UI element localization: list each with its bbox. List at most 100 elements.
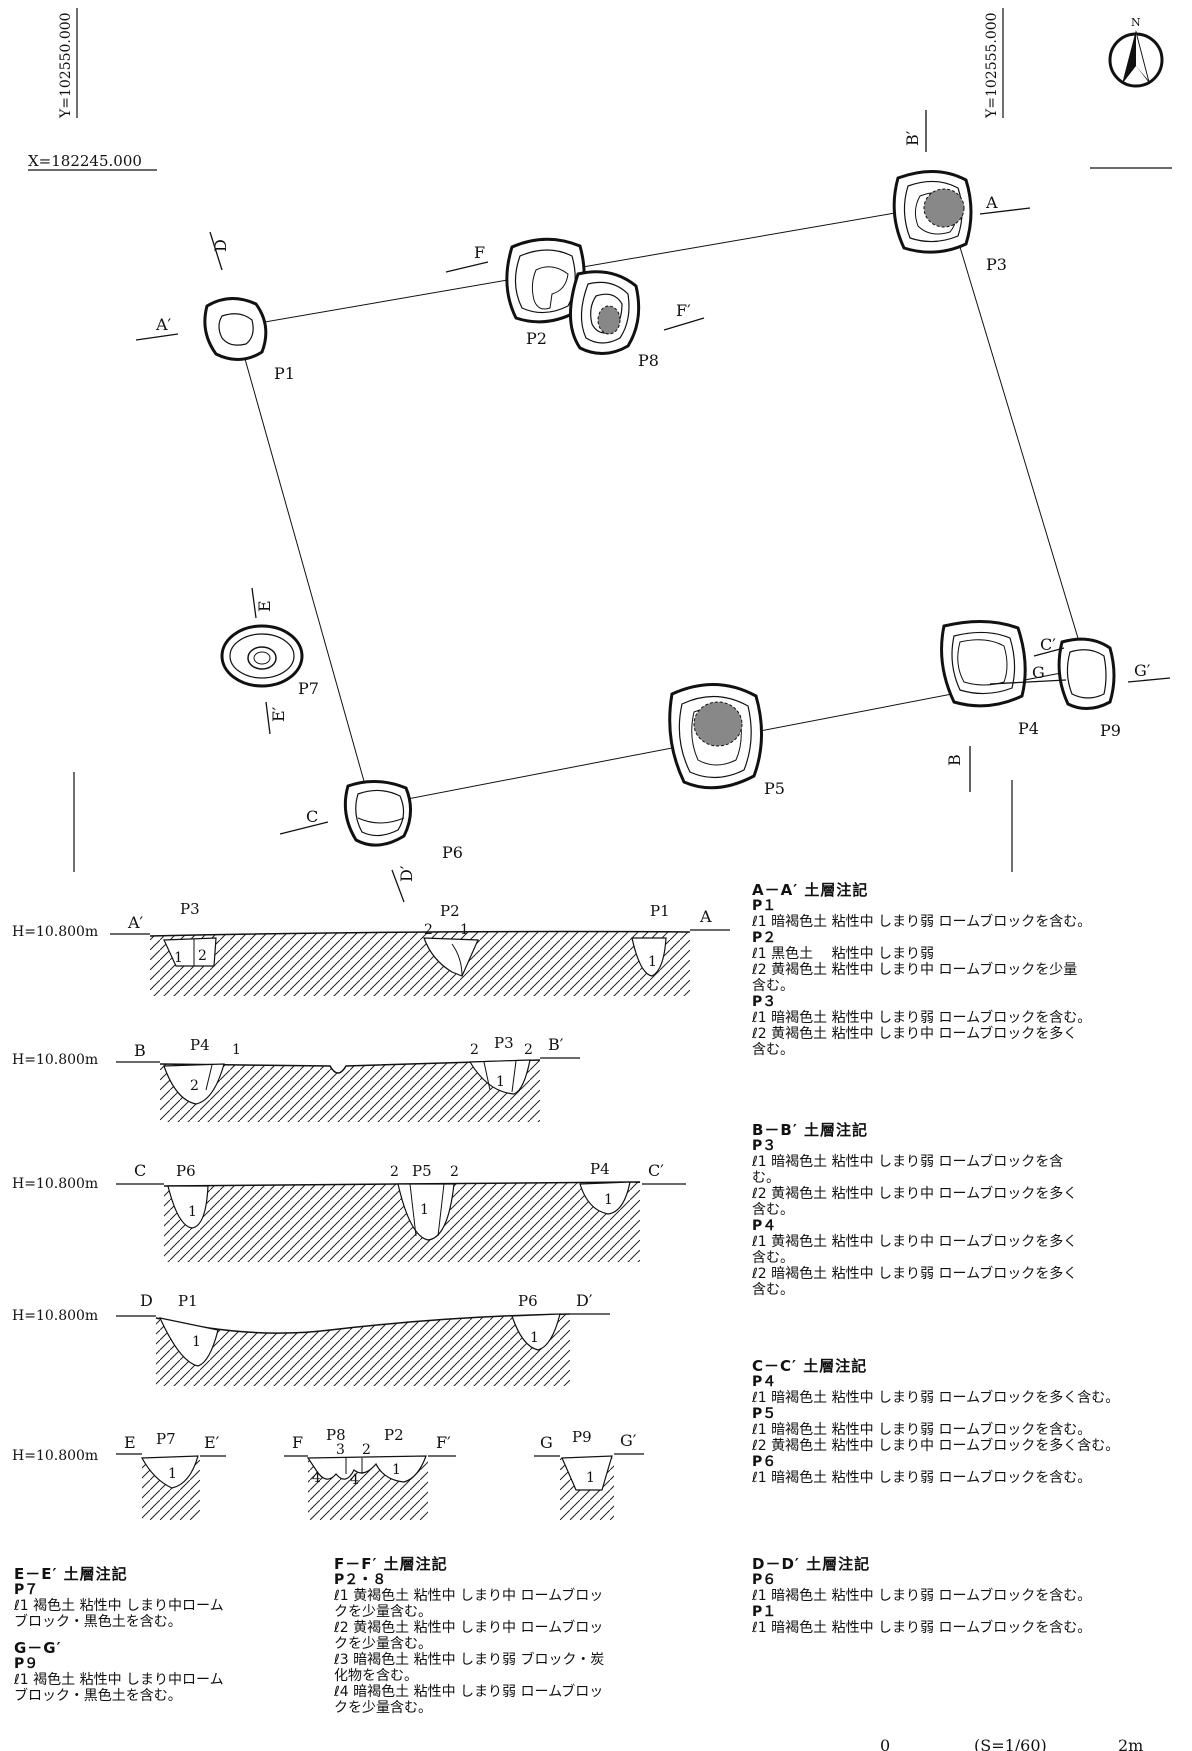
section-a-pit-label: P3: [180, 900, 200, 918]
notes-aa-pit: P１: [752, 898, 777, 914]
notes-cc-line: ℓ1 暗褐色土 粘性中 しまり弱 ロームブロックを多く含む。: [752, 1390, 1120, 1406]
pit-label-p4: P4: [1018, 719, 1039, 738]
section-f-layer-num: 3: [336, 1442, 345, 1458]
notes-gg-pit: P９: [14, 1656, 39, 1672]
notes-cc-title: C－C′ 土層注記: [752, 1357, 868, 1375]
section-b-pit-label: P4: [190, 1036, 210, 1054]
notes-aa: A－A′ 土層注記 P１ ℓ1 暗褐色土 粘性中 しまり弱 ロームブロックを含む…: [752, 882, 1091, 1058]
notes-aa-line: ℓ2 黄褐色土 粘性中 しまり中 ロームブロックを少量: [752, 962, 1078, 978]
pit-label-p2: P2: [526, 329, 547, 348]
pit-label-p8: P8: [638, 351, 659, 370]
north-arrow-icon: N: [1108, 16, 1164, 88]
section-b-layer-num: 1: [232, 1042, 241, 1058]
section-d-layer-num: 1: [530, 1330, 539, 1346]
section-a-elevation: H=10.800m: [12, 924, 98, 940]
notes-ff-line: クを少量含む。: [334, 1604, 432, 1620]
plan-mark-d-prime: D′: [397, 865, 416, 882]
notes-gg-line: ℓ1 褐色土 粘性中 しまり中ローム: [14, 1672, 224, 1688]
notes-cc-line: ℓ2 黄褐色土 粘性中 しまり中 ロームブロックを多く含む。: [752, 1438, 1120, 1454]
notes-bb-line: ℓ2 暗褐色土 粘性中 しまり弱 ロームブロックを多く: [752, 1266, 1078, 1282]
north-label: N: [1131, 16, 1141, 29]
plan-mark-a: A: [985, 193, 998, 212]
section-b-left-mark: B: [134, 1041, 146, 1060]
section-c-layer-num: 2: [390, 1164, 399, 1180]
notes-cc-pit: P６: [752, 1454, 777, 1470]
section-c-layer-num: 1: [604, 1192, 613, 1208]
section-c-layer-num: 1: [420, 1202, 429, 1218]
pit-labels: P1 P2 P8 P3 P7 P4 P9 P5 P6: [274, 255, 1121, 862]
section-d-elevation: H=10.800m: [12, 1308, 98, 1324]
section-f-f: F F′ P8 P2 3 2 4 4 1: [284, 1426, 456, 1520]
notes-ff-line: 化物を含む。: [334, 1668, 418, 1684]
plan-mark-c-prime: C′: [1040, 635, 1056, 654]
section-b-elevation: H=10.800m: [12, 1052, 98, 1068]
plan-mark-g: G: [1032, 663, 1045, 682]
notes-ff-title: F－F′ 土層注記: [334, 1555, 448, 1573]
pit-label-p9: P9: [1100, 721, 1121, 740]
plan-mark-e-prime: E′: [269, 706, 288, 722]
scale-ratio: (S=1/60): [974, 1736, 1047, 1751]
section-e-left-mark: E: [124, 1433, 136, 1452]
notes-dd-line: ℓ1 暗褐色土 粘性中 しまり弱 ロームブロックを含む。: [752, 1588, 1092, 1604]
notes-ff-line: クを少量含む。: [334, 1700, 432, 1716]
section-b-right-mark: B′: [548, 1035, 564, 1054]
notes-bb: B－B′ 土層注記 P３ ℓ1 暗褐色土 粘性中 しまり弱 ロームブロックを含 …: [752, 1122, 1077, 1298]
section-e-pit-label: P7: [156, 1430, 176, 1448]
pit-plan-p3: [892, 169, 973, 254]
building-outline: [235, 203, 1088, 807]
coordinate-labels: Y=102550.000 Y=102555.000 X=182245.000: [28, 8, 1004, 171]
scale-max: 2m: [1118, 1736, 1143, 1751]
section-e-layer-num: 1: [168, 1466, 177, 1482]
section-a-layer-num: 2: [424, 922, 433, 938]
plan-mark-g-prime: G′: [1134, 661, 1151, 680]
section-b-b: H=10.800m B B′ P4 P3 1 2 2 2 1: [12, 1034, 580, 1122]
section-b-layer-num: 1: [496, 1074, 505, 1090]
notes-ff-line: クを少量含む。: [334, 1636, 432, 1652]
notes-cc-line: ℓ1 暗褐色土 粘性中 しまり弱 ロームブロックを含む。: [752, 1470, 1092, 1486]
notes-bb-line: 含む。: [752, 1282, 794, 1298]
section-f-layer-num: 4: [312, 1470, 321, 1486]
section-g-right-mark: G′: [620, 1431, 637, 1450]
section-b-layer-num: 2: [470, 1042, 479, 1058]
notes-aa-title: A－A′ 土層注記: [752, 881, 869, 899]
notes-dd-pit: P６: [752, 1572, 777, 1588]
notes-gg-line: ブロック・黒色土を含む。: [14, 1688, 182, 1704]
section-c-right-mark: C′: [648, 1161, 664, 1180]
notes-aa-pit: P３: [752, 994, 777, 1010]
section-g-left-mark: G: [540, 1433, 553, 1452]
pit-label-p1: P1: [274, 364, 295, 383]
section-d-left-mark: D: [140, 1291, 153, 1310]
plan-section-marks: A′ A B′ B D D′ F F′ E E′ C C′ G G′: [135, 110, 1171, 903]
notes-aa-line: ℓ1 暗褐色土 粘性中 しまり弱 ロームブロックを含む。: [752, 914, 1092, 930]
notes-gg-title: G－G′: [14, 1639, 62, 1657]
notes-bb-line: 含む。: [752, 1202, 794, 1218]
notes-ee-title: E－E′ 土層注記: [14, 1565, 128, 1583]
notes-aa-pit: P２: [752, 930, 777, 946]
coord-y-left: Y=102550.000: [58, 12, 74, 119]
notes-bb-pit: P４: [752, 1218, 777, 1234]
section-f-pit-label: P8: [326, 1426, 346, 1444]
notes-ee-gg: E－E′ 土層注記 P７ ℓ1 褐色土 粘性中 しまり中ローム ブロック・黒色土…: [14, 1566, 224, 1704]
section-g-g: G G′ P9 1: [534, 1428, 644, 1520]
section-d-d: H=10.800m D D′ P1 P6 1 1: [12, 1291, 610, 1386]
notes-aa-line: ℓ1 黒色土 粘性中 しまり弱: [752, 946, 935, 962]
notes-aa-line: 含む。: [752, 978, 794, 994]
section-d-right-mark: D′: [576, 1291, 593, 1310]
notes-bb-line: む。: [752, 1170, 780, 1186]
pit-plan-p1: [203, 297, 268, 361]
section-f-layer-num: 2: [362, 1442, 371, 1458]
notes-bb-title: B－B′ 土層注記: [752, 1121, 869, 1139]
pit-plan-p9: [1057, 637, 1116, 710]
section-a-layer-num: 1: [460, 922, 469, 938]
scale-bar: 0 (S=1/60) 2m: [880, 1736, 1143, 1751]
section-d-pit-label: P6: [518, 1292, 538, 1310]
section-e-elevation: H=10.800m: [12, 1448, 98, 1464]
notes-bb-line: ℓ2 黄褐色土 粘性中 しまり中 ロームブロックを多く: [752, 1186, 1078, 1202]
section-c-elevation: H=10.800m: [12, 1176, 98, 1192]
section-a-layer-num: 1: [648, 954, 657, 970]
section-b-pit-label: P3: [494, 1034, 514, 1052]
plan-mark-e: E: [255, 600, 274, 612]
section-c-layer-num: 2: [450, 1164, 459, 1180]
notes-aa-line: 含む。: [752, 1042, 794, 1058]
notes-bb-line: ℓ1 暗褐色土 粘性中 しまり弱 ロームブロックを含: [752, 1154, 1064, 1170]
